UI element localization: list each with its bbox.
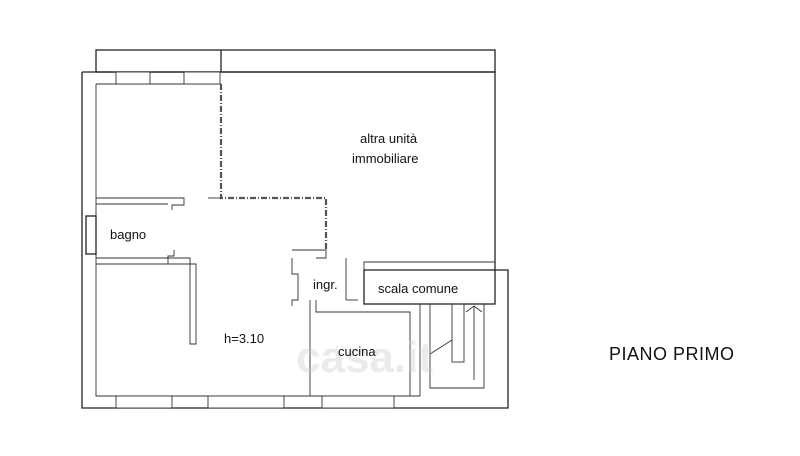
watermark: casa.it	[296, 333, 433, 382]
room-label-cucina: cucina	[338, 344, 376, 359]
interior-walls	[96, 197, 496, 396]
ceiling-height-label: h=3.10	[224, 331, 264, 346]
unit-boundary	[219, 84, 328, 250]
room-label-altra-unita: altra unità	[360, 131, 418, 146]
room-label-scala-comune: scala comune	[378, 281, 458, 296]
floor-title: PIANO PRIMO	[609, 344, 735, 364]
room-label-ingresso: ingr.	[313, 277, 338, 292]
windows	[115, 71, 395, 409]
room-label-immobiliare: immobiliare	[352, 151, 418, 166]
room-label-bagno: bagno	[110, 227, 146, 242]
